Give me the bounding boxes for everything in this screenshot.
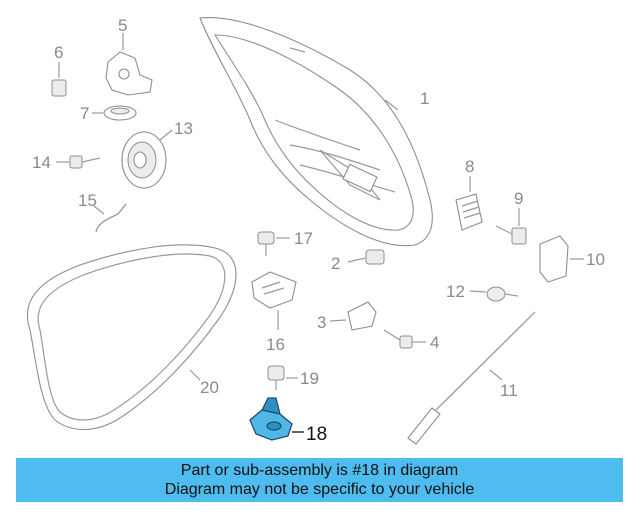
part-1-liftgate <box>199 17 433 247</box>
callout-19: 19 <box>300 369 319 388</box>
part-2-bumper <box>347 249 385 265</box>
part-3-bumper-block <box>329 301 377 331</box>
callout-15: 15 <box>78 191 97 210</box>
part-4-bolt <box>383 329 426 349</box>
callout-7: 7 <box>80 104 89 123</box>
part-14-bolt <box>56 155 101 169</box>
part-5-hinge <box>105 33 153 96</box>
part-18-bracket-highlighted <box>249 397 304 441</box>
exploded-parts-diagram: 1 2 3 4 5 6 7 8 9 10 11 12 13 14 15 16 1… <box>26 16 605 445</box>
part-8-bracket <box>455 176 483 231</box>
part-9-clip <box>495 208 527 245</box>
callout-5: 5 <box>118 16 127 35</box>
callout-20: 20 <box>200 378 219 397</box>
part-15-hose <box>93 203 127 233</box>
callout-18: 18 <box>306 424 327 445</box>
callout-1: 1 <box>420 89 429 108</box>
part-10-cover <box>539 235 584 283</box>
part-17-clip <box>257 231 290 256</box>
callout-9: 9 <box>514 189 523 208</box>
callout-6: 6 <box>54 43 63 62</box>
callout-12: 12 <box>446 282 465 301</box>
callout-3: 3 <box>317 313 326 332</box>
part-6-bolt <box>51 62 67 97</box>
callout-16: 16 <box>266 335 285 354</box>
part-20-weatherstrip <box>26 244 237 430</box>
part-11-strut <box>407 311 536 445</box>
callout-10: 10 <box>586 250 605 269</box>
part-16-latch <box>251 271 297 330</box>
callout-14: 14 <box>32 153 51 172</box>
callout-11: 11 <box>500 381 518 400</box>
callout-13: 13 <box>174 119 193 138</box>
part-7-grommet <box>92 105 137 121</box>
part-13-speaker <box>121 129 173 189</box>
banner-line-1: Part or sub-assembly is #18 in diagram <box>180 462 459 479</box>
banner-line-2: Diagram may not be specific to your vehi… <box>164 481 475 498</box>
part-12-stud <box>469 286 519 302</box>
callout-2: 2 <box>331 254 340 273</box>
callout-8: 8 <box>465 157 474 176</box>
callout-17: 17 <box>294 229 313 248</box>
part-19-clip <box>267 365 298 390</box>
info-banner: Part or sub-assembly is #18 in diagram D… <box>16 458 623 502</box>
callout-4: 4 <box>430 333 439 352</box>
